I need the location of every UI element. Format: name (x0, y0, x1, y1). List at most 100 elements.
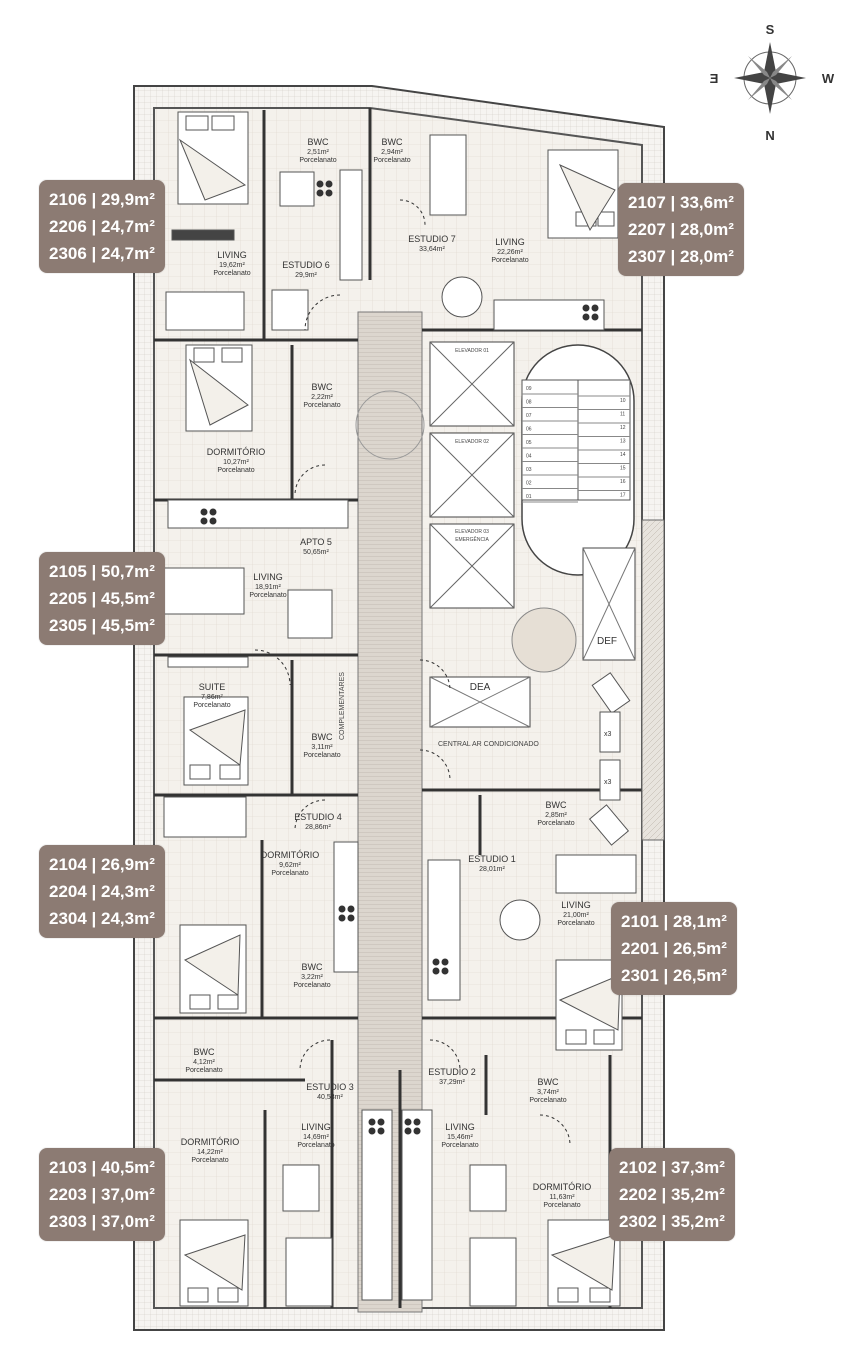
room-name: ESTUDIO 3 (306, 1082, 354, 1092)
ac-unit-2 (599, 711, 621, 753)
room-name: LIVING (561, 900, 591, 910)
furniture (163, 111, 637, 1307)
room-area: 3,74m² (537, 1089, 559, 1096)
room-area: 2,22m² (311, 394, 333, 401)
room-floor: Porcelanato (191, 1157, 228, 1164)
tag-line: 2203 | 37,0m² (49, 1185, 155, 1204)
tag-line: 2303 | 37,0m² (49, 1212, 155, 1231)
compass-n: N (765, 128, 774, 143)
room-floor: Porcelanato (185, 1067, 222, 1074)
room-area: 19,62m² (219, 262, 245, 269)
tag-line: 2206 | 24,7m² (49, 217, 155, 236)
stair-number: 08 (526, 400, 532, 406)
room-floor: Porcelanato (303, 402, 340, 409)
room-name: DORMITÓRIO (181, 1137, 240, 1147)
stair-number: 07 (526, 413, 532, 419)
stair-number: 14 (620, 452, 626, 458)
room-name: LIVING (495, 237, 525, 247)
tag-line: 2104 | 26,9m² (49, 855, 155, 874)
room-floor: Porcelanato (543, 1202, 580, 1209)
tag-line: 2106 | 29,9m² (49, 190, 155, 209)
room-floor: Porcelanato (373, 157, 410, 164)
room-area: 29,9m² (295, 272, 317, 279)
tag-line: 2205 | 45,5m² (49, 589, 155, 608)
room-name: BWC (382, 137, 403, 147)
room-area: 2,94m² (381, 149, 403, 156)
room-area: 28,01m² (479, 866, 505, 873)
unit-tag-2105: 2105 | 50,7m² 2205 | 45,5m² 2305 | 45,5m… (39, 552, 165, 645)
unit-tag-2101: 2101 | 28,1m² 2201 | 26,5m² 2301 | 26,5m… (611, 902, 737, 995)
room-area: 9,62m² (279, 862, 301, 869)
room-floor: Porcelanato (297, 1142, 334, 1149)
room-name: BWC (308, 137, 329, 147)
tag-line: 2105 | 50,7m² (49, 562, 155, 581)
unit-tag-2103: 2103 | 40,5m² 2203 | 37,0m² 2303 | 37,0m… (39, 1148, 165, 1241)
room-name: ESTUDIO 1 (468, 854, 516, 864)
tag-line: 2302 | 35,2m² (619, 1212, 725, 1231)
room-floor: Porcelanato (293, 982, 330, 989)
room-area: 2,85m² (545, 812, 567, 819)
room-area: 28,86m² (305, 824, 331, 831)
room-name: BWC (546, 800, 567, 810)
room-floor: Porcelanato (299, 157, 336, 164)
tag-line: 2301 | 26,5m² (621, 966, 727, 985)
room-area: 3,11m² (311, 744, 333, 751)
elevator-02-label: ELEVADOR 02 (455, 439, 489, 445)
room-name: DORMITÓRIO (533, 1182, 592, 1192)
stove-icons (200, 180, 599, 1135)
room-floor: Porcelanato (217, 467, 254, 474)
room-name: SUITE (199, 682, 226, 692)
room-name: DORMITÓRIO (261, 850, 320, 860)
room-name: BWC (194, 1047, 215, 1057)
stair-number: 12 (620, 425, 626, 431)
compass-s: S (766, 22, 775, 37)
stair-number: 05 (526, 440, 532, 446)
stair-number: 15 (620, 466, 626, 472)
ac-unit-4 (588, 804, 630, 846)
tag-line: 2307 | 28,0m² (628, 247, 734, 266)
tag-line: 2201 | 26,5m² (621, 939, 727, 958)
room-name: ESTUDIO 6 (282, 260, 330, 270)
room-area: 15,46m² (447, 1134, 473, 1141)
room-floor: Porcelanato (441, 1142, 478, 1149)
tag-line: 2103 | 40,5m² (49, 1158, 155, 1177)
compass-e: E (709, 71, 718, 86)
tag-line: 2202 | 35,2m² (619, 1185, 725, 1204)
stair-number: 01 (526, 494, 532, 500)
stair-number: 02 (526, 481, 532, 487)
unit-tag-2106: 2106 | 29,9m² 2206 | 24,7m² 2306 | 24,7m… (39, 180, 165, 273)
room-name: BWC (302, 962, 323, 972)
x3-label-b: x3 (604, 779, 612, 786)
stair-number: 09 (526, 386, 532, 392)
room-name: LIVING (217, 250, 247, 260)
room-name: APTO 5 (300, 537, 332, 547)
room-area: 14,69m² (303, 1134, 329, 1141)
ac-unit-3 (599, 759, 621, 801)
stair-number: 17 (620, 493, 626, 499)
room-floor: Porcelanato (537, 820, 574, 827)
room-area: 18,91m² (255, 584, 281, 591)
elevator-01-label: ELEVADOR 01 (455, 348, 489, 354)
room-name: LIVING (253, 572, 283, 582)
unit-tag-2107: 2107 | 33,6m² 2207 | 28,0m² 2307 | 28,0m… (618, 183, 744, 276)
x3-label-a: x3 (604, 731, 612, 738)
central-ar-label: CENTRAL AR CONDICIONADO (438, 741, 539, 748)
room-name: LIVING (445, 1122, 475, 1132)
stair-number: 16 (620, 479, 626, 485)
